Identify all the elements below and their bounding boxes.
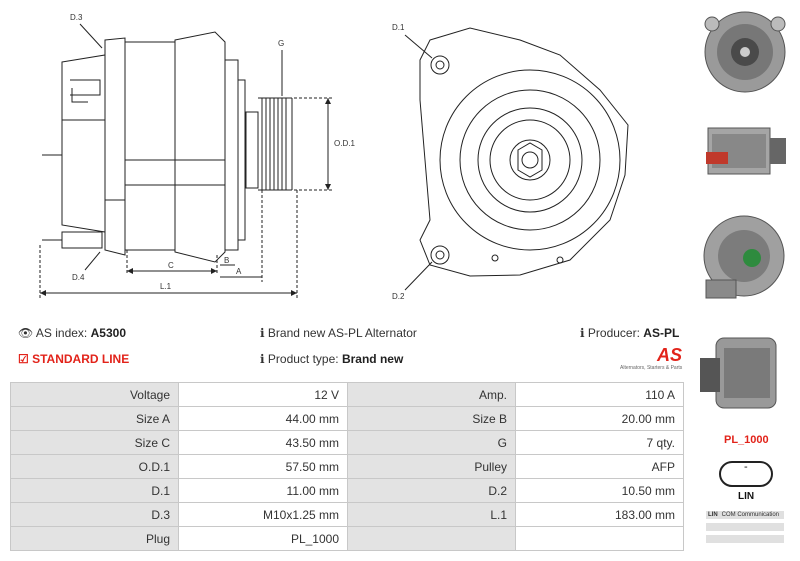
logo-mark: AS (656, 345, 682, 365)
product-type: ℹ Product type: Brand new (260, 352, 403, 366)
pulley-grooves (258, 97, 293, 191)
mount-hole-d1 (430, 55, 450, 75)
spec-value: 11.00 mm (178, 478, 348, 503)
producer: ℹ Producer: AS-PL (580, 326, 679, 340)
label-b: B (224, 256, 229, 265)
plug-pin: - (744, 461, 748, 473)
spec-label: Size B (347, 406, 516, 431)
info-icon: ℹ (260, 352, 265, 366)
side-view-rear-housing (104, 37, 126, 256)
label-c: C (168, 261, 174, 270)
label-od1: O.D.1 (334, 139, 355, 148)
plug-pin-row (706, 523, 784, 531)
spec-label: O.D.1 (10, 454, 179, 479)
spec-label: D.3 (10, 502, 179, 527)
spec-label: Size A (10, 406, 179, 431)
spec-value: 7 qty. (515, 430, 684, 455)
as-pl-logo: AS Alternators, Starters & Parts (620, 345, 682, 375)
eye-icon: 👁 (18, 326, 34, 340)
plug-connector-icon (719, 461, 773, 487)
description: ℹ Brand new AS-PL Alternator (260, 326, 417, 340)
shaft-nut (517, 142, 543, 178)
product-photo-side[interactable] (698, 104, 793, 196)
spec-value: 183.00 mm (515, 502, 684, 527)
spec-label: D.2 (347, 478, 516, 503)
spec-label: Amp. (347, 382, 516, 407)
spec-value: PL_1000 (178, 526, 348, 551)
side-view-front-housing (174, 31, 226, 263)
spec-value: 110 A (515, 382, 684, 407)
as-index-value: A5300 (90, 326, 126, 340)
spec-label: G (347, 430, 516, 455)
as-index: 👁 AS index: A5300 (18, 326, 126, 340)
standard-line-text: STANDARD LINE (32, 352, 130, 366)
pulley-hub (245, 111, 259, 189)
spec-label: Voltage (10, 382, 179, 407)
spec-label: L.1 (347, 502, 516, 527)
side-view-rear-cap (61, 54, 106, 233)
checkbox-icon: ☑ (18, 352, 29, 366)
plug-pin-row (706, 535, 784, 543)
label-g: G (278, 39, 284, 48)
spec-value: 57.50 mm (178, 454, 348, 479)
product-type-value: Brand new (341, 352, 404, 366)
description-text: Brand new AS-PL Alternator (267, 326, 417, 340)
info-icon: ℹ (260, 326, 265, 340)
producer-label: Producer: (587, 326, 640, 340)
producer-value: AS-PL (643, 326, 680, 340)
plug-code: PL_1000 (724, 434, 769, 446)
spec-value: 20.00 mm (515, 406, 684, 431)
plug-type: LIN (738, 491, 755, 502)
product-type-label: Product type: (267, 352, 339, 366)
product-photo-rear[interactable] (698, 200, 793, 312)
technical-drawing: D.3 G O.D.1 D.4 B C A L.1 D.1 D.2 (39, 13, 629, 301)
spec-value: 44.00 mm (178, 406, 348, 431)
logo-tagline: Alternators, Starters & Parts (620, 365, 683, 371)
info-icon: ℹ (580, 326, 585, 340)
label-d1: D.1 (392, 23, 405, 32)
spec-label: Plug (10, 526, 179, 551)
spec-label (347, 526, 516, 551)
product-photo-front[interactable] (698, 4, 793, 98)
spec-value (515, 526, 684, 551)
spec-value: 12 V (178, 382, 348, 407)
label-d4: D.4 (72, 273, 85, 282)
spec-value: 43.50 mm (178, 430, 348, 455)
spec-label: D.1 (10, 478, 179, 503)
label-l1: L.1 (160, 282, 172, 291)
mount-hole-d2 (430, 245, 450, 265)
spec-value: AFP (515, 454, 684, 479)
label-d2: D.2 (392, 292, 405, 301)
label-a: A (236, 267, 242, 276)
spec-label: Pulley (347, 454, 516, 479)
as-index-label: AS index: (35, 326, 88, 340)
spec-label: Size C (10, 430, 179, 455)
product-photo-angle[interactable] (698, 318, 793, 426)
spec-value: M10x1.25 mm (178, 502, 348, 527)
front-view-outline (419, 27, 629, 277)
plug-pin-key: LIN (708, 512, 718, 518)
spec-value: 10.50 mm (515, 478, 684, 503)
plug-pin-desc: COM Communication (721, 512, 780, 518)
standard-line: ☑ STANDARD LINE (18, 352, 129, 366)
side-view-stator (124, 41, 176, 251)
front-view-housing (439, 69, 621, 251)
label-d3: D.3 (70, 13, 83, 22)
